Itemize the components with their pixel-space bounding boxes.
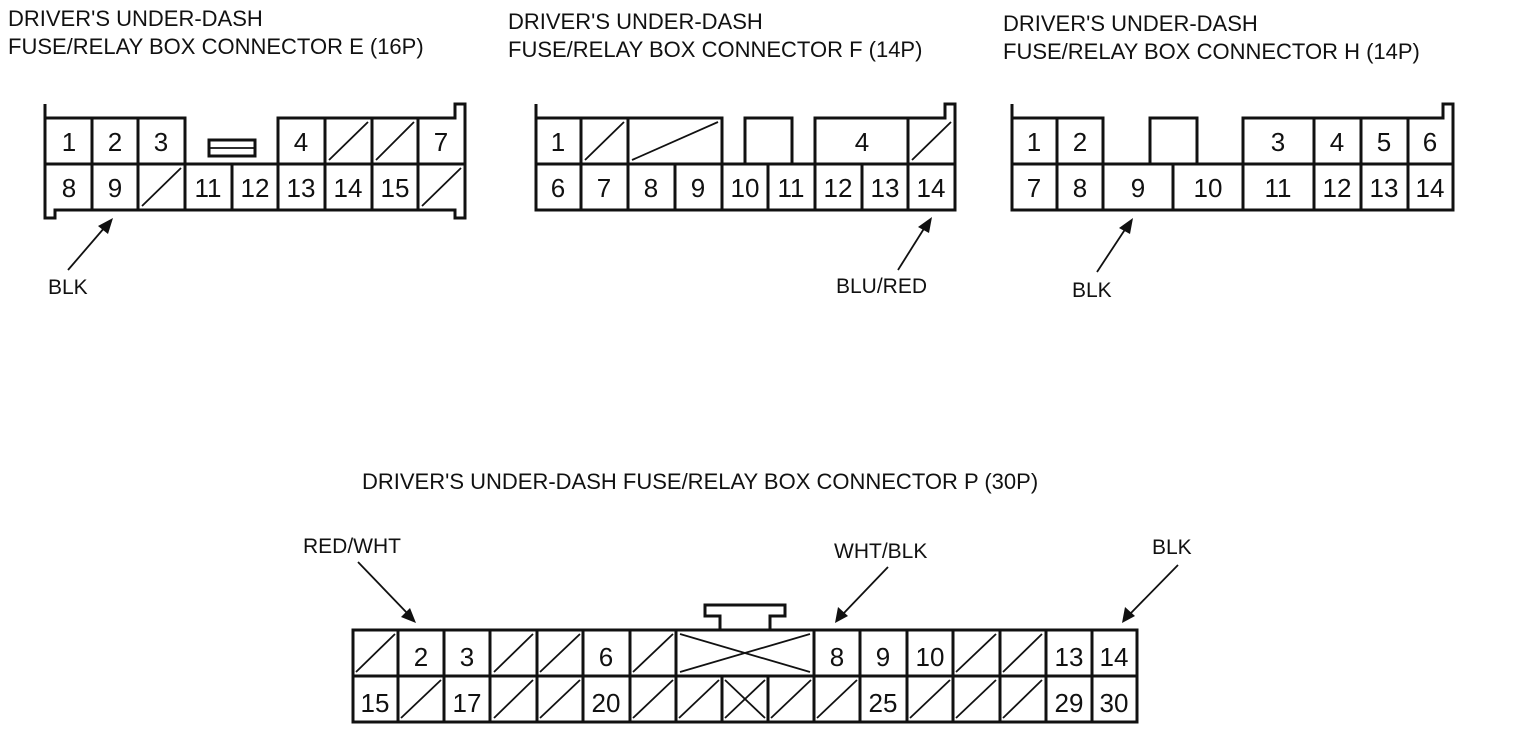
connector-f-title-line1: DRIVER'S UNDER-DASH [508, 9, 763, 34]
connector-h-pin: 4 [1330, 127, 1344, 157]
connector-p-arrowhead [1122, 607, 1135, 623]
connector-f-pin: 14 [917, 173, 946, 203]
connector-h-pin: 7 [1027, 173, 1041, 203]
connector-h-pin: 9 [1131, 173, 1145, 203]
connector-f-wire-label: BLU/RED [836, 275, 927, 298]
connector-p-arrow [1129, 564, 1179, 615]
connector-h-pin: 10 [1194, 173, 1223, 203]
connector-e-wire-label: BLK [48, 276, 88, 299]
connector-e-pin: 11 [195, 173, 222, 203]
connector-p-title: DRIVER'S UNDER-DASH FUSE/RELAY BOX CONNE… [362, 469, 1038, 494]
connector-p-arrowhead [835, 607, 848, 623]
connector-p-arrow [357, 561, 409, 615]
connector-p-pin: 20 [592, 688, 621, 718]
connector-p-pin: 13 [1055, 642, 1084, 672]
connector-e-pin: 14 [334, 173, 363, 203]
connector-e-title-line1: DRIVER'S UNDER-DASH [8, 6, 263, 31]
connector-p-pin: 14 [1100, 642, 1129, 672]
connector-h-wire-label: BLK [1072, 279, 1112, 302]
connector-p-wire-label: WHT/BLK [834, 540, 927, 563]
connector-p-pin: 30 [1100, 688, 1129, 718]
connector-e-arrow [67, 226, 106, 271]
connector-p: DRIVER'S UNDER-DASH FUSE/RELAY BOX CONNE… [303, 469, 1192, 724]
connector-p-arrowhead [401, 608, 416, 623]
connector-e-pin: 1 [62, 127, 76, 157]
connector-e-pin: 4 [294, 127, 308, 157]
connector-h-pin: 1 [1027, 127, 1041, 157]
connector-h-title-line1: DRIVER'S UNDER-DASH [1003, 11, 1258, 36]
connector-h-pin: 14 [1416, 173, 1445, 203]
connector-h-arrowhead [1119, 218, 1133, 234]
connector-h: DRIVER'S UNDER-DASH FUSE/RELAY BOX CONNE… [1003, 11, 1455, 302]
connector-p-wire-label: BLK [1152, 536, 1192, 559]
connector-f-arrowhead [918, 217, 932, 233]
connector-f-pin: 1 [551, 127, 565, 157]
connector-p-pin: 15 [361, 688, 390, 718]
connector-e-pin: 15 [381, 173, 410, 203]
connector-e-title-line2: FUSE/RELAY BOX CONNECTOR E (16P) [8, 34, 424, 59]
connector-e-pin: 12 [241, 173, 270, 203]
connector-h-pin: 6 [1423, 127, 1437, 157]
connector-f: DRIVER'S UNDER-DASH FUSE/RELAY BOX CONNE… [508, 9, 957, 298]
connector-h-pin: 3 [1271, 127, 1285, 157]
connector-p-pin: 29 [1055, 688, 1084, 718]
connector-f-arrow [897, 226, 926, 271]
connector-p-arrow [842, 566, 889, 615]
connector-p-wire-label: RED/WHT [303, 535, 401, 558]
connector-e-pin: 7 [434, 127, 448, 157]
connector-h-pin: 5 [1377, 127, 1391, 157]
connector-p-pin: 3 [460, 642, 474, 672]
connector-f-title-line2: FUSE/RELAY BOX CONNECTOR F (14P) [508, 37, 922, 62]
connector-h-pin: 12 [1323, 173, 1352, 203]
connector-e-pin: 2 [108, 127, 122, 157]
connector-f-pin: 8 [644, 173, 658, 203]
connector-f-pin: 9 [691, 173, 705, 203]
connector-h-title-line2: FUSE/RELAY BOX CONNECTOR H (14P) [1003, 39, 1420, 64]
connector-e-pin: 8 [62, 173, 76, 203]
connector-f-pin: 4 [855, 127, 869, 157]
connector-h-arrow [1096, 227, 1127, 273]
connector-h-pin: 13 [1370, 173, 1399, 203]
connector-p-pin: 6 [599, 642, 613, 672]
connector-h-pin: 2 [1073, 127, 1087, 157]
connector-e-pin: 3 [154, 127, 168, 157]
connector-f-pin: 12 [824, 173, 853, 203]
connector-e: DRIVER'S UNDER-DASH FUSE/RELAY BOX CONNE… [8, 6, 467, 299]
connector-p-latch [703, 603, 787, 630]
connector-p-pin: 2 [414, 642, 428, 672]
connector-f-pin: 10 [731, 173, 760, 203]
connector-e-pin: 13 [287, 173, 316, 203]
connector-f-pin: 11 [778, 173, 805, 203]
connector-p-pin: 8 [830, 642, 844, 672]
connector-e-housing [43, 102, 467, 220]
connector-p-pin: 25 [869, 688, 898, 718]
connector-f-pin: 13 [871, 173, 900, 203]
connector-p-pin: 17 [453, 688, 482, 718]
connector-p-pin: 9 [876, 642, 890, 672]
connector-h-pin: 8 [1073, 173, 1087, 203]
connector-p-pin: 10 [916, 642, 945, 672]
connector-f-pin: 6 [551, 173, 565, 203]
connector-f-pin: 7 [597, 173, 611, 203]
connector-e-arrowhead [98, 218, 113, 234]
connector-h-pin: 11 [1265, 173, 1292, 203]
connector-e-pin: 9 [108, 173, 122, 203]
